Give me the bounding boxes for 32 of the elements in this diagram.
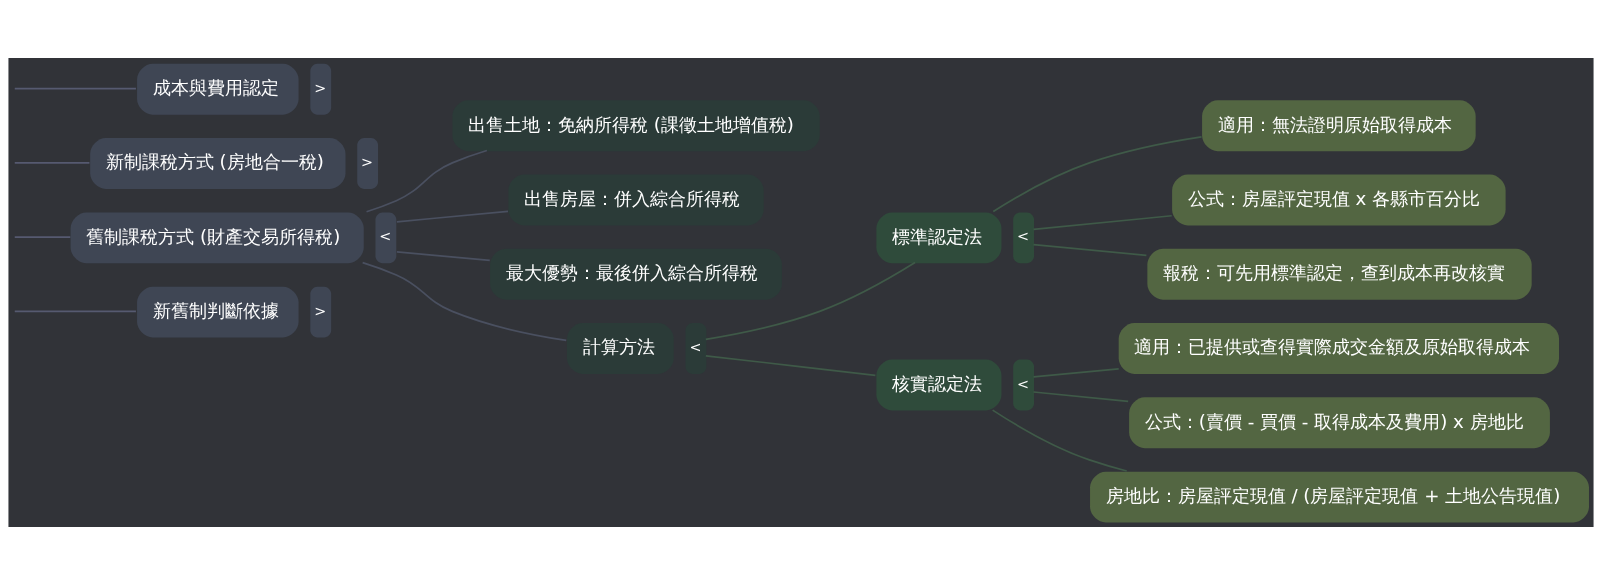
node-box: 最大優勢：最後併入綜合所得稅 <box>490 248 782 300</box>
node-label: > <box>314 79 327 96</box>
connector <box>396 250 491 261</box>
connector <box>991 408 1128 472</box>
connector <box>705 354 877 376</box>
connector <box>992 135 1203 212</box>
connector <box>705 261 916 340</box>
node-box: 適用：已提供或查得實際成交金額及原始取得成本 <box>1118 322 1560 374</box>
connector <box>1032 243 1148 256</box>
node-box: 適用：無法證明原始取得成本 <box>1202 99 1476 151</box>
node-label: > <box>361 153 374 170</box>
node-label: < <box>379 227 392 244</box>
connector <box>13 161 91 164</box>
connector <box>13 87 137 89</box>
connector <box>365 149 488 213</box>
node-box: 出售房屋：併入綜合所得稅 <box>508 174 764 225</box>
connector <box>361 261 568 341</box>
node-box: 公式：(賣價 - 買價 - 取得成本及費用) x 房地比 <box>1129 396 1550 448</box>
node-box: 出售土地：免納所得稅 (課徵土地增值稅) <box>452 99 820 151</box>
node-box: 房地比：房屋評定現值 / (房屋評定現值 + 土地公告現值) <box>1090 471 1589 522</box>
connector <box>396 209 509 223</box>
node-label: < <box>689 338 702 355</box>
node-box: 報稅：可先用標準認定，查到成本再改核實 <box>1147 248 1532 300</box>
connector <box>1032 390 1129 402</box>
connector <box>13 310 137 312</box>
node-label: < <box>1017 375 1030 392</box>
node-label: < <box>1017 227 1030 244</box>
connector <box>13 235 72 238</box>
connector <box>1032 214 1173 230</box>
connector <box>1032 367 1120 378</box>
node-box: 公式：房屋評定現值 x 各縣市百分比 <box>1172 174 1506 225</box>
node-label: > <box>314 302 327 319</box>
